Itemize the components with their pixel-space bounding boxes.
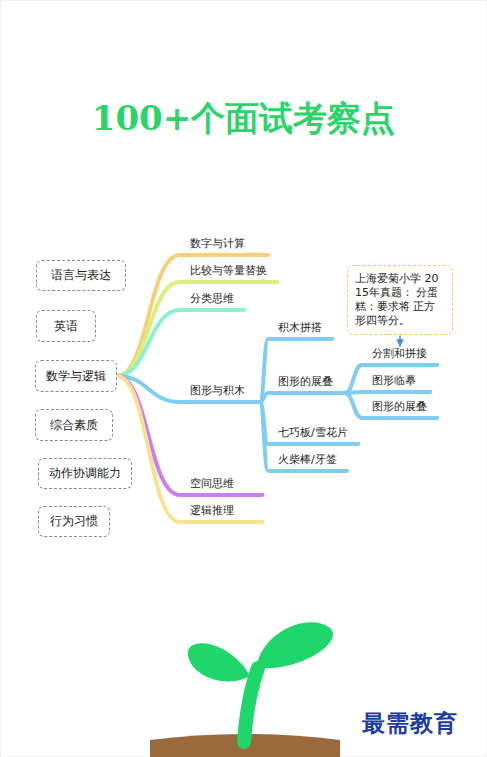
branch-connector	[117, 255, 180, 376]
branch-label: 积木拼搭	[268, 321, 334, 341]
watermark: 最需教育	[362, 708, 458, 739]
category-box: 语言与表达	[36, 260, 126, 291]
node-text: 数学与逻辑	[46, 368, 106, 385]
branch-label: 图形的展叠	[268, 375, 345, 395]
node-text: 空间思维	[190, 477, 234, 490]
branch-connector	[260, 339, 268, 402]
branch-label: 比较与等量替换	[180, 264, 279, 284]
node-text: 图形与积木	[190, 384, 245, 397]
branch-label: 逻辑推理	[180, 504, 264, 524]
node-text: 比较与等量替换	[190, 264, 267, 277]
node-text: 行为习惯	[50, 513, 98, 530]
node-text: 综合素质	[50, 417, 98, 434]
callout-note: 上海爱菊小学 2015年真题： 分蛋糕：要求将 正方形四等分。	[347, 265, 453, 335]
branch-connector	[260, 402, 268, 471]
sprout-stem	[244, 668, 258, 742]
branch-label: 分类思维	[180, 292, 246, 312]
node-text: 分类思维	[190, 292, 234, 305]
sprout-leaf-left	[188, 643, 250, 681]
page-title: 100+个面试考察点	[0, 96, 487, 142]
node-text: 图形的展叠	[372, 400, 427, 413]
branch-label: 火柴棒/牙签	[268, 453, 349, 473]
node-text: 分割和拼接	[372, 347, 427, 360]
branch-label: 图形与积木	[180, 384, 260, 404]
node-text: 英语	[54, 318, 78, 335]
branch-connector	[399, 336, 401, 346]
branch-label: 图形的展叠	[362, 400, 439, 420]
node-text: 图形的展叠	[278, 375, 333, 388]
branch-label: 七巧板/雪花片	[268, 426, 360, 446]
branch-label: 空间思维	[180, 477, 264, 497]
category-box: 英语	[36, 310, 96, 342]
category-box: 综合素质	[35, 409, 113, 441]
category-box: 行为习惯	[38, 506, 110, 537]
node-text: 逻辑推理	[190, 504, 234, 517]
node-text: 图形临摹	[372, 374, 416, 387]
node-text: 火柴棒/牙签	[278, 453, 337, 466]
node-text: 数字与计算	[190, 237, 245, 250]
node-text: 七巧板/雪花片	[278, 426, 348, 439]
category-box: 数学与逻辑	[35, 360, 117, 392]
sprout-leaf-right	[256, 622, 333, 668]
branch-label: 图形临摹	[362, 374, 432, 394]
category-box: 动作协调能力	[38, 458, 132, 489]
node-text: 动作协调能力	[49, 465, 121, 482]
branch-connector	[345, 393, 362, 418]
branch-connector	[345, 365, 362, 393]
branch-connector	[117, 282, 180, 376]
branch-connector	[117, 310, 180, 376]
node-text: 上海爱菊小学 2015年真题： 分蛋糕：要求将 正方形四等分。	[355, 272, 439, 327]
node-text: 语言与表达	[51, 267, 111, 284]
branch-label: 数字与计算	[180, 237, 270, 257]
branch-connector	[117, 376, 180, 522]
node-text: 积木拼搭	[278, 321, 322, 334]
branch-label: 分割和拼接	[362, 347, 439, 367]
